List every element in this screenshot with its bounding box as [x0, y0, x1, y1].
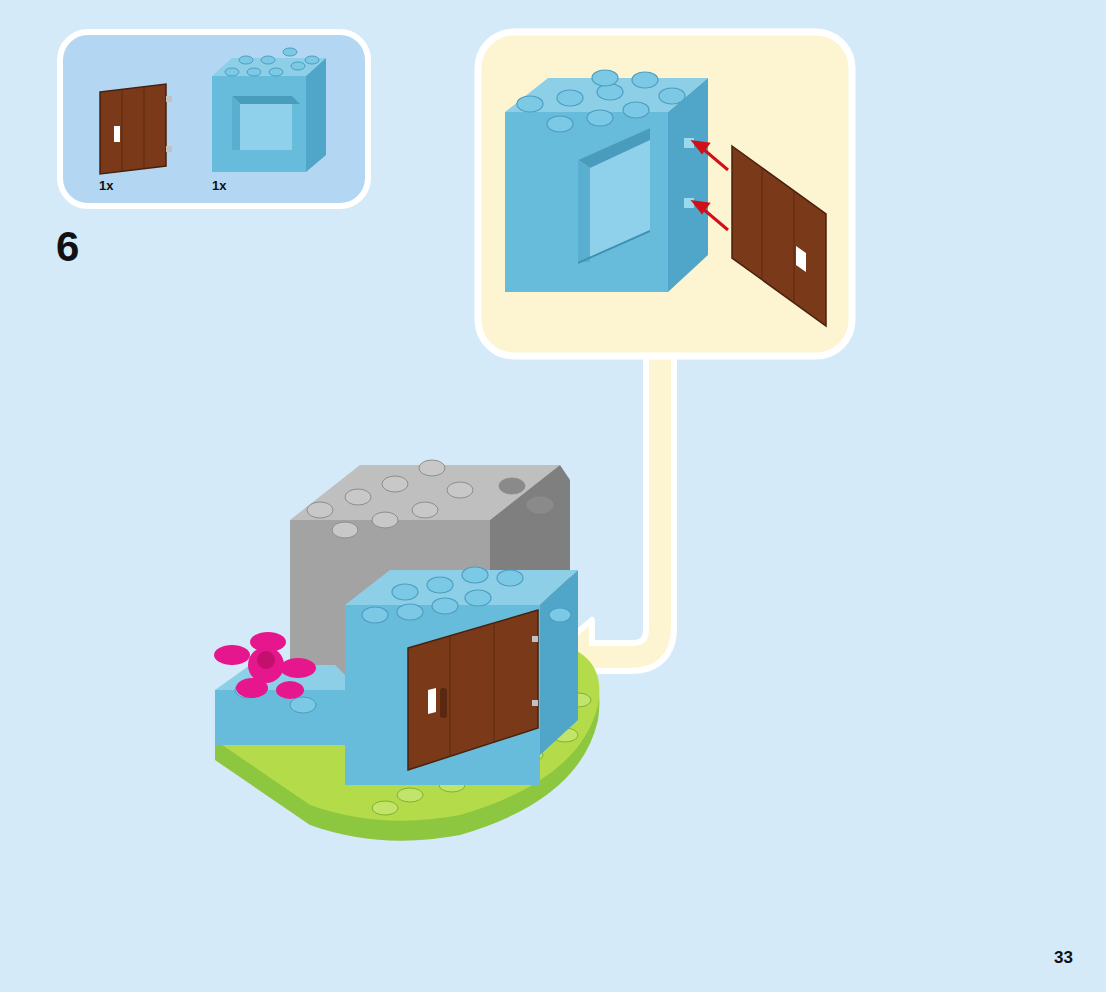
- attach-arrow: [694, 142, 728, 230]
- door-part: [100, 84, 172, 174]
- part-count: 1x: [99, 179, 113, 192]
- page-number: 33: [1054, 949, 1073, 966]
- frame-part: [505, 70, 708, 292]
- flower: [214, 632, 316, 699]
- callout-panel: [478, 32, 852, 356]
- part-count: 1x: [212, 179, 226, 192]
- step-number: 6: [56, 226, 79, 268]
- door-part: [732, 146, 826, 326]
- parts-panel: [60, 32, 368, 206]
- frame-with-door: [345, 567, 578, 785]
- blue-step: [215, 665, 360, 745]
- frame-part: [212, 48, 326, 172]
